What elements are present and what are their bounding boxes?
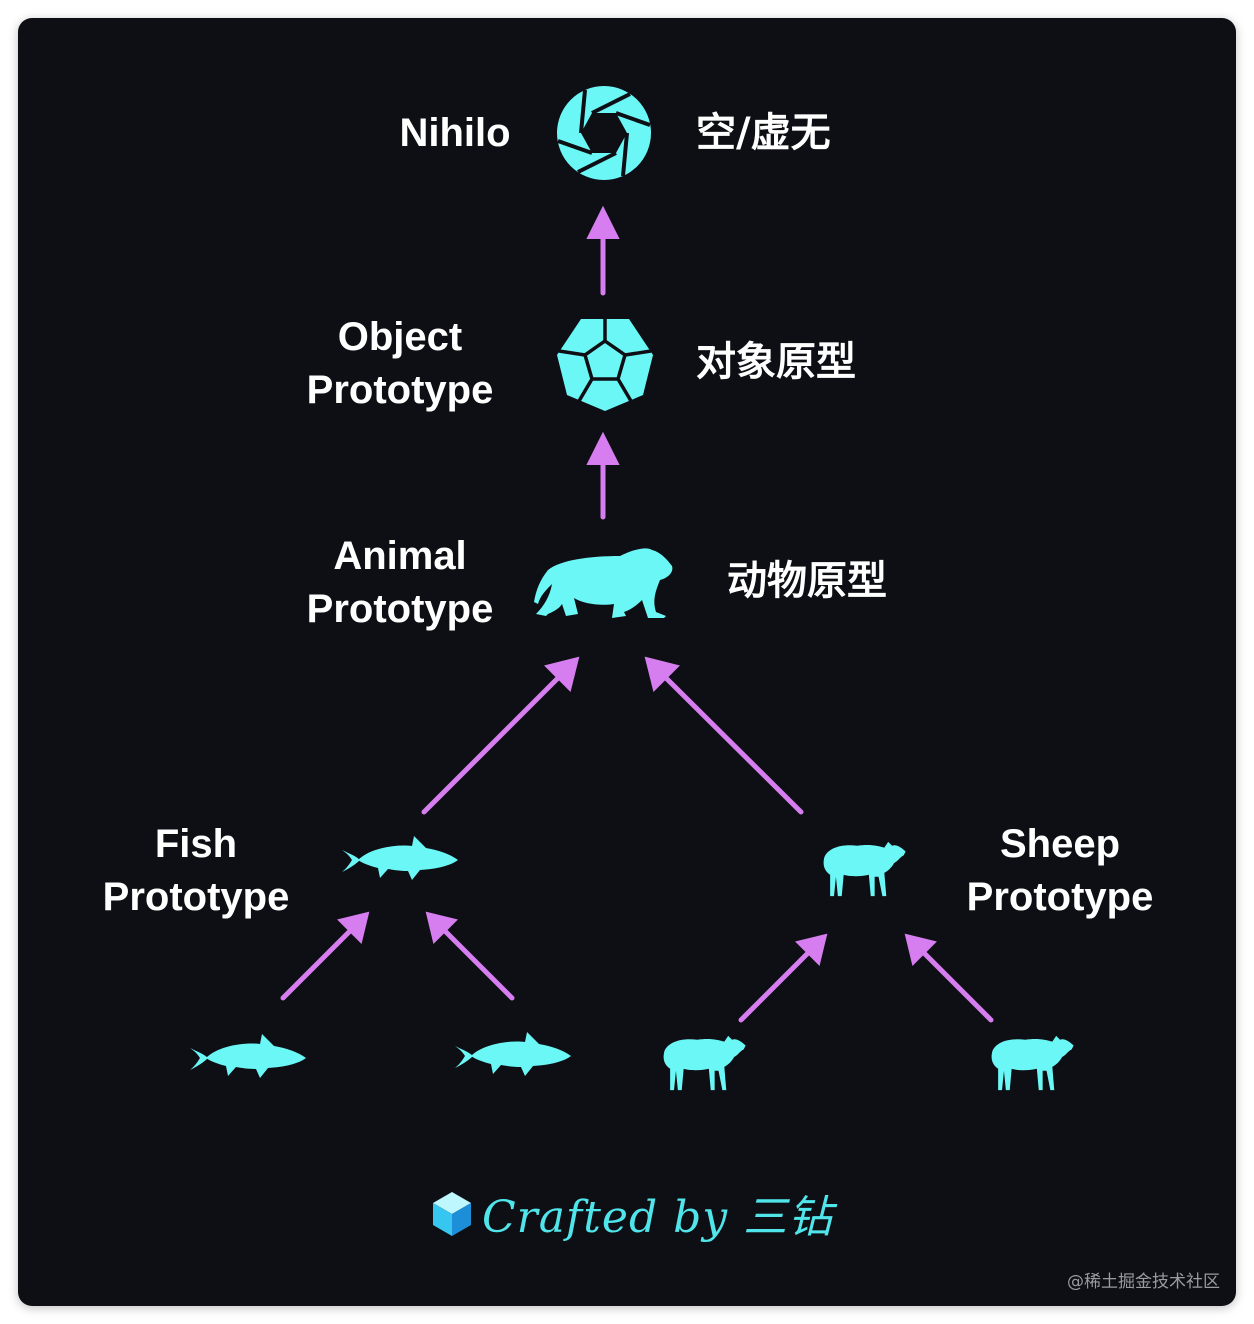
arrow-object-to-nihilo <box>586 205 620 296</box>
aperture-icon <box>557 86 651 180</box>
footer: Crafted by 三钻 <box>410 1178 833 1248</box>
animal-prototype-zh-label: 动物原型 <box>727 558 887 604</box>
arrow-animal-to-object <box>586 431 620 520</box>
arrow-fish-instance-2 <box>425 911 515 1001</box>
sheep-prototype-label: Sheep Prototype <box>966 822 1154 919</box>
fish-instance-icon <box>455 1032 571 1076</box>
sheep-instance-icon <box>991 1035 1074 1091</box>
fish-instance-icon <box>190 1034 306 1078</box>
dodecahedron-icon <box>557 319 653 411</box>
footer-credit: Crafted by 三钻 <box>482 1192 834 1243</box>
diagram-panel <box>18 18 1236 1306</box>
watermark: @稀土掘金技术社区 <box>1067 1272 1220 1292</box>
arrow-sheep-instance-2 <box>904 933 994 1023</box>
sheep-icon <box>823 841 906 897</box>
object-prototype-label: Object Prototype <box>306 315 494 412</box>
tiger-icon <box>534 548 673 618</box>
arrow-sheep-instance-1 <box>738 933 828 1023</box>
fish-prototype-label: Fish Prototype <box>102 822 290 919</box>
arrow-fish-to-animal <box>421 656 580 815</box>
nihilo-zh-label: 空/虚无 <box>696 110 831 156</box>
nihilo-label: Nihilo <box>399 111 511 155</box>
object-prototype-zh-label: 对象原型 <box>696 339 856 385</box>
cube-icon <box>433 1192 471 1236</box>
sheep-instance-icon <box>663 1035 746 1091</box>
fish-icon <box>342 836 458 880</box>
animal-prototype-label: Animal Prototype <box>306 534 494 631</box>
arrow-sheep-to-animal <box>644 656 804 815</box>
arrow-fish-instance-1 <box>280 911 370 1001</box>
